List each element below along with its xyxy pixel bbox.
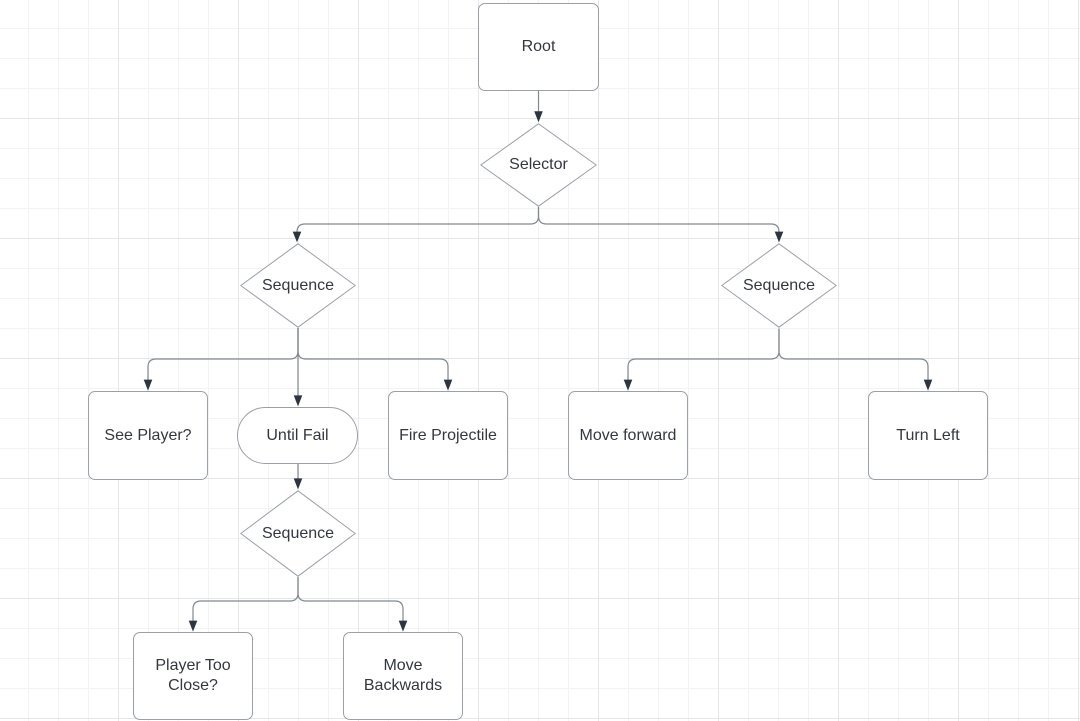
diamond-shape	[480, 123, 597, 207]
edge-sequence-inner-move-backwards	[297, 577, 408, 632]
edge-sequence-inner-player-too-close	[188, 577, 299, 632]
node-sequence-right[interactable]: Sequence	[721, 243, 837, 328]
edge-sequence-left-see-player	[143, 328, 299, 391]
diamond-shape	[240, 490, 356, 577]
edge-sequence-left-fire-projectile	[297, 328, 453, 391]
node-move-backwards-label: Move Backwards	[363, 657, 443, 694]
node-move-forward-label: Move forward	[579, 426, 677, 444]
node-move-backwards[interactable]: Move Backwards	[343, 632, 463, 720]
edge-sequence-right-move-forward	[623, 328, 780, 391]
edge-root-selector	[534, 91, 543, 123]
diamond-shape	[721, 243, 837, 328]
node-sequence-right-label: Sequence	[742, 276, 816, 294]
node-sequence-inner[interactable]: Sequence	[240, 490, 356, 577]
node-player-too-close-label: Player Too Close?	[155, 657, 231, 694]
edge-selector-sequence-left	[292, 207, 540, 243]
node-turn-left-label: Turn Left	[896, 426, 960, 444]
node-turn-left[interactable]: Turn Left	[868, 391, 988, 480]
node-root-label: Root	[521, 38, 556, 55]
node-see-player[interactable]: See Player?	[88, 391, 208, 480]
node-fire-projectile[interactable]: Fire Projectile	[388, 391, 508, 480]
node-sequence-inner-label: Sequence	[261, 524, 335, 542]
node-selector[interactable]: Selector	[480, 123, 597, 207]
node-sequence-left-label: Sequence	[261, 276, 335, 294]
node-until-fail-label: Until Fail	[266, 426, 329, 444]
edge-selector-sequence-right	[537, 207, 784, 243]
node-fire-projectile-label: Fire Projectile	[399, 426, 497, 444]
node-see-player-label: See Player?	[104, 426, 192, 444]
node-move-forward[interactable]: Move forward	[568, 391, 688, 480]
node-selector-label: Selector	[509, 156, 568, 173]
edge-until-fail-sequence-inner	[293, 464, 303, 490]
node-player-too-close[interactable]: Player Too Close?	[133, 632, 253, 720]
diamond-shape	[240, 243, 356, 328]
edge-sequence-right-turn-left	[778, 328, 933, 391]
node-root[interactable]: Root	[478, 3, 599, 91]
node-until-fail[interactable]: Until Fail	[237, 407, 358, 464]
node-sequence-left[interactable]: Sequence	[240, 243, 356, 328]
